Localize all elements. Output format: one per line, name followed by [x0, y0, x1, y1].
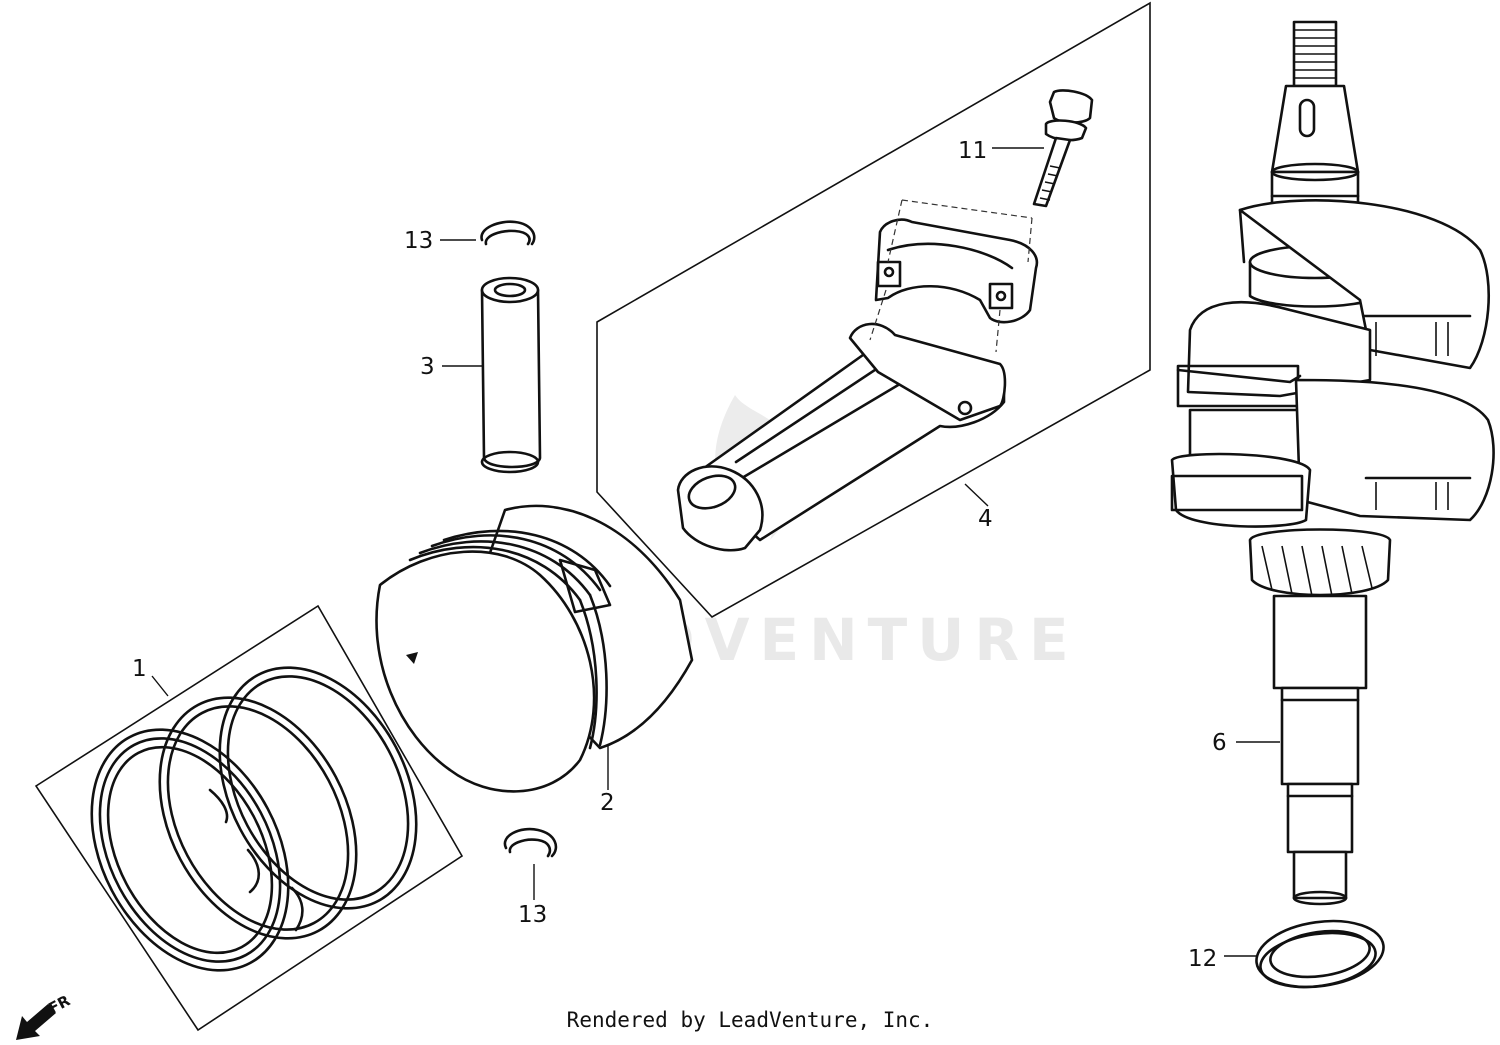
rod-assembly-frame: [596, 1, 1151, 619]
callout-oil-seal[interactable]: 12: [1188, 946, 1217, 972]
piston-pin[interactable]: [480, 276, 542, 474]
connecting-rod-assembly[interactable]: [596, 1, 1151, 619]
callout-pin-clip-bottom[interactable]: 13: [518, 902, 547, 928]
render-credit: Rendered by LeadVenture, Inc.: [566, 1008, 934, 1032]
callout-piston[interactable]: 2: [600, 790, 615, 816]
piston-arrow-mark: [406, 652, 418, 664]
pin-clip-bottom[interactable]: [503, 827, 558, 858]
crankshaft[interactable]: [1170, 20, 1495, 906]
callout-piston-pin[interactable]: 3: [420, 354, 435, 380]
piston-ring-set[interactable]: [34, 604, 464, 1032]
callout-labels: 1 2 3 4 6 11 12 13 13: [132, 138, 1227, 972]
rod-bolt[interactable]: [1032, 89, 1094, 208]
callout-rod-bolt[interactable]: 11: [958, 138, 987, 164]
piston[interactable]: [375, 504, 694, 793]
ring-set-frame: [34, 604, 464, 1032]
pin-clip-top[interactable]: [480, 220, 536, 246]
oil-seal[interactable]: [1252, 913, 1388, 994]
arrow-down-left-icon: [16, 1004, 56, 1040]
callout-pin-clip-top[interactable]: 13: [404, 228, 433, 254]
callout-piston-ring-set[interactable]: 1: [132, 656, 147, 682]
callout-crankshaft[interactable]: 6: [1212, 730, 1227, 756]
callout-connecting-rod[interactable]: 4: [978, 506, 993, 532]
leader-lines: [151, 147, 1280, 957]
